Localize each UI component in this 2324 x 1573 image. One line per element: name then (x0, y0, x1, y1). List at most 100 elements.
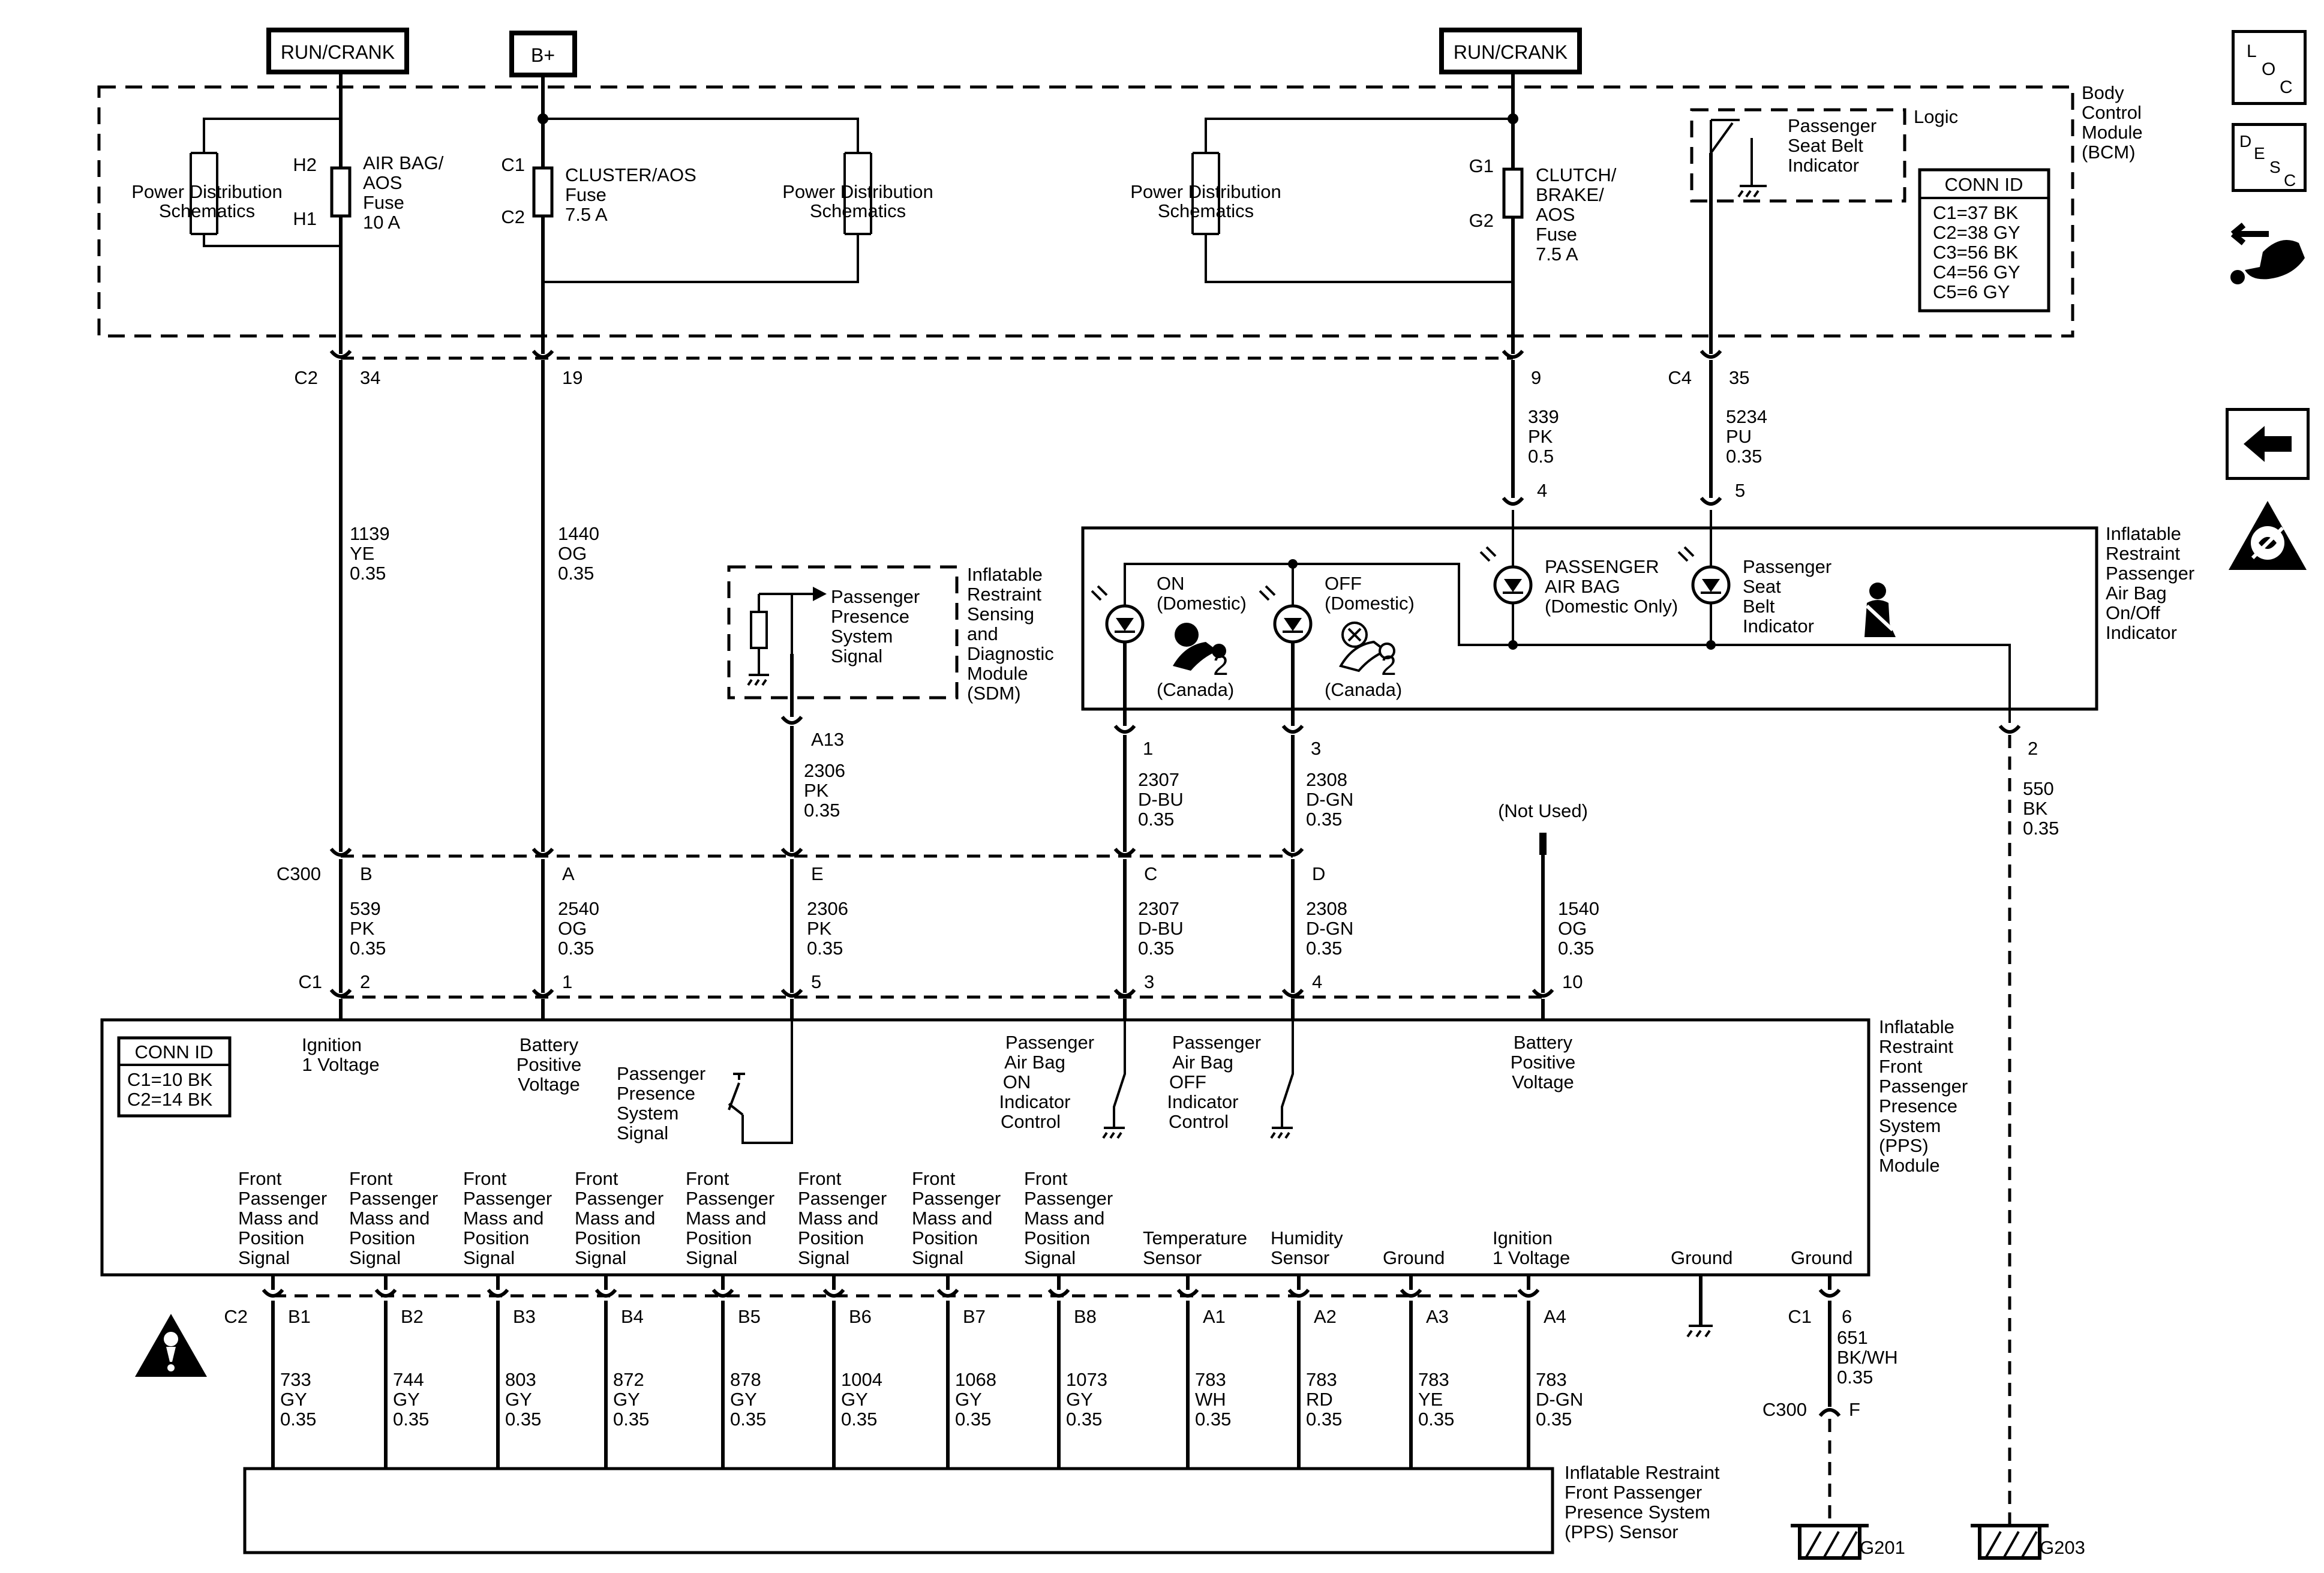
back-arrow-button[interactable] (2226, 408, 2310, 480)
svg-text:Passenger: Passenger (1172, 1032, 1261, 1053)
svg-text:5234: 5234 (1726, 406, 1767, 427)
fuse-cluster-aos: C1 C2 CLUSTER/AOS Fuse 7.5 A (501, 154, 696, 227)
svg-text:1440: 1440 (558, 523, 599, 544)
svg-text:C3=56 BK: C3=56 BK (1933, 242, 2019, 263)
wire-label: D-GN (1536, 1389, 1583, 1410)
wire-label: 0.35 (1536, 1409, 1572, 1430)
svg-text:AIR BAG/: AIR BAG/ (363, 152, 444, 173)
wire-label: 0.35 (1418, 1409, 1454, 1430)
svg-text:5: 5 (811, 971, 821, 992)
wire-label: 1068 (955, 1369, 996, 1390)
fuse-airbag-aos: H2 H1 AIR BAG/ AOS Fuse 10 A (293, 152, 443, 233)
svg-text:(Canada): (Canada) (1157, 679, 1234, 700)
svg-text:Signal: Signal (463, 1247, 515, 1268)
svg-text:0.35: 0.35 (1837, 1367, 1873, 1388)
svg-text:OG: OG (558, 543, 587, 564)
svg-text:D-GN: D-GN (1306, 789, 1353, 810)
svg-text:PK: PK (807, 918, 832, 939)
pin-label: A4 (1544, 1306, 1566, 1327)
pps-sensor: Inflatable Restraint Front Passenger Pre… (243, 1462, 1720, 1554)
svg-text:0.35: 0.35 (1306, 809, 1342, 830)
svg-text:Air Bag: Air Bag (1004, 1052, 1065, 1073)
svg-text:C2=14 BK: C2=14 BK (127, 1089, 213, 1110)
ground-g201: G201 (1791, 1524, 1905, 1560)
wire-label: 1004 (841, 1369, 882, 1390)
wire-label: 0.35 (955, 1409, 991, 1430)
svg-text:Inflatable Restraint: Inflatable Restraint (1565, 1462, 1720, 1483)
svg-text:Presence: Presence (831, 606, 909, 627)
svg-text:C1=37 BK: C1=37 BK (1933, 202, 2019, 223)
svg-text:0.35: 0.35 (1138, 809, 1174, 830)
connector-pin (594, 1289, 617, 1298)
desc-button[interactable]: D E S C (2232, 123, 2307, 192)
svg-text:2306: 2306 (807, 898, 848, 919)
svg-text:Front: Front (349, 1168, 393, 1189)
svg-text:Front: Front (575, 1168, 618, 1189)
loc-button[interactable]: L O C (2232, 30, 2307, 105)
svg-text:Air Bag: Air Bag (1172, 1052, 1233, 1073)
svg-text:2307: 2307 (1138, 898, 1179, 919)
svg-text:Indicator: Indicator (1788, 155, 1859, 176)
bcm-name: Body Control Module (BCM) (2082, 82, 2143, 163)
svg-text:RUN/CRANK: RUN/CRANK (1454, 41, 1568, 63)
hand-icon[interactable] (2227, 210, 2311, 291)
svg-text:339: 339 (1528, 406, 1559, 427)
svg-text:Restraint: Restraint (2106, 543, 2180, 564)
svg-text:Inflatable: Inflatable (2106, 523, 2181, 544)
svg-text:Mass and: Mass and (912, 1208, 992, 1229)
svg-text:9: 9 (1531, 367, 1541, 388)
pps-conn-id: CONN ID C1=10 BK C2=14 BK (117, 1036, 232, 1118)
svg-text:35: 35 (1729, 367, 1749, 388)
svg-text:1 Voltage: 1 Voltage (302, 1054, 379, 1075)
ground-path-g201: C1 6 651 BK/WH 0.35 C300 F (1762, 1275, 1898, 1524)
connector-pin (262, 1289, 284, 1298)
svg-text:Signal: Signal (617, 1122, 668, 1143)
wire-labels-c300: 539 PK 0.35 2540 OG 0.35 2306 PK 0.35 23… (350, 898, 1599, 959)
svg-text:(PPS): (PPS) (1879, 1135, 1929, 1156)
svg-text:Front: Front (798, 1168, 842, 1189)
svg-text:2307: 2307 (1138, 769, 1179, 790)
svg-text:Front: Front (912, 1168, 956, 1189)
wire-label: GY (613, 1389, 640, 1410)
svg-text:Ground: Ground (1383, 1247, 1445, 1268)
svg-text:OG: OG (558, 918, 587, 939)
svg-text:Passenger: Passenger (1005, 1032, 1094, 1053)
pin-label: B8 (1074, 1306, 1097, 1327)
svg-text:0.35: 0.35 (807, 938, 843, 959)
svg-text:Passenger: Passenger (349, 1188, 438, 1209)
svg-text:H1: H1 (293, 208, 317, 229)
connector-pin (1176, 1289, 1199, 1298)
power-distribution-left: Power Distribution Schematics (131, 118, 341, 247)
svg-text:Front: Front (1879, 1056, 1923, 1077)
svg-text:OFF: OFF (1169, 1071, 1206, 1092)
wire-label: 872 (613, 1369, 644, 1390)
wire-label: 783 (1195, 1369, 1226, 1390)
svg-text:0.35: 0.35 (558, 563, 594, 584)
caution-icon (135, 1314, 207, 1377)
led-passenger-airbag-icon (1479, 546, 1533, 605)
svg-text:Schematics: Schematics (159, 200, 255, 221)
svg-text:G2: G2 (1469, 210, 1494, 231)
svg-text:Belt: Belt (1743, 596, 1775, 617)
airbag-onoff-indicator: Inflatable Restraint Passenger Air Bag O… (1081, 480, 2194, 759)
svg-text:Seat: Seat (1743, 576, 1781, 597)
svg-text:1 Voltage: 1 Voltage (1493, 1247, 1570, 1268)
connector-pin (711, 1289, 734, 1298)
wire-label: RD (1306, 1389, 1333, 1410)
wire-label-2308-top: 2308 D-GN 0.35 (1306, 769, 1353, 830)
wire-label: 733 (280, 1369, 311, 1390)
svg-text:D-BU: D-BU (1138, 789, 1184, 810)
svg-text:539: 539 (350, 898, 381, 919)
svg-text:Front Passenger: Front Passenger (1565, 1482, 1702, 1503)
svg-text:BK/WH: BK/WH (1837, 1347, 1898, 1368)
led-off-icon (1259, 585, 1313, 726)
wire-label: YE (1418, 1389, 1443, 1410)
ground-g203: G203 (1971, 1524, 2085, 1560)
svg-text:C4: C4 (1668, 367, 1692, 388)
svg-text:2308: 2308 (1306, 769, 1347, 790)
svg-text:System: System (831, 626, 893, 647)
wire-label-1139: 1139 YE 0.35 (350, 523, 390, 584)
wire-label: 0.35 (730, 1409, 766, 1430)
svg-text:C1: C1 (1788, 1306, 1812, 1327)
svg-text:0.35: 0.35 (1306, 938, 1342, 959)
